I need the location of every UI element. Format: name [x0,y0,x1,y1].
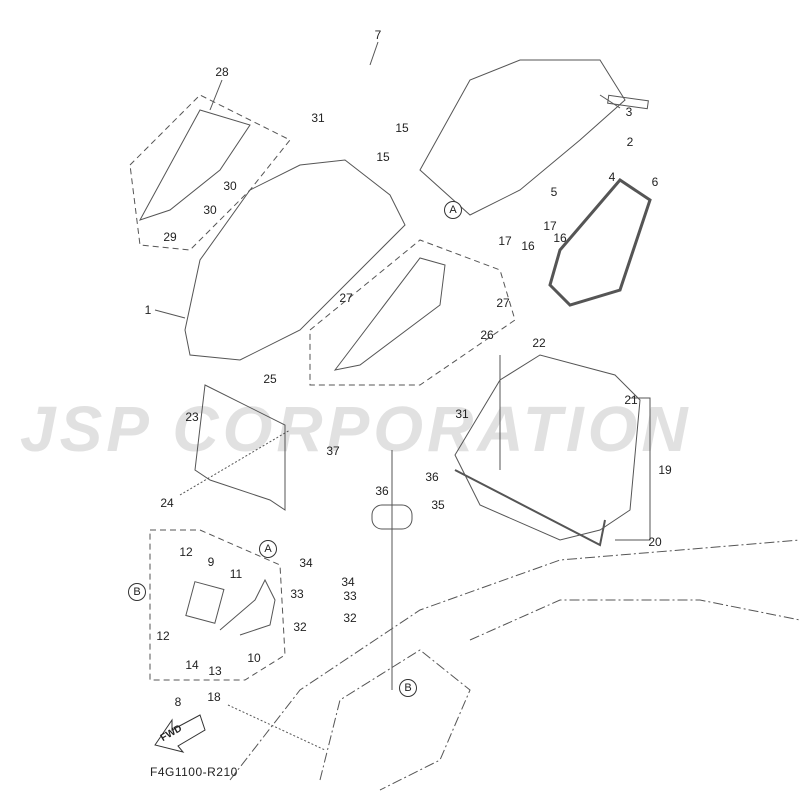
callout: 15 [395,121,409,135]
ref-circle-a: A [259,540,277,558]
callout: 6 [651,175,659,189]
bracket-19-20 [615,397,651,541]
ref-circle-a: A [444,201,462,219]
callout: 32 [343,611,357,625]
ref-circle-b: B [399,679,417,697]
callout: 11 [229,567,243,581]
callout: 10 [247,651,261,665]
group-28-outline [129,94,291,251]
group-8-outline [149,529,286,681]
callout: 30 [223,179,237,193]
drawing-code: F4G1100-R210 [150,765,238,779]
callout: 16 [553,231,567,245]
ref-circle-b: B [128,583,146,601]
callout: 9 [207,555,215,569]
hull-outline [229,539,800,781]
group-25-outline [309,239,516,386]
callout: 34 [341,575,355,589]
lever-part-10 [219,578,276,636]
callout: 22 [532,336,546,350]
strip-part-3 [607,94,649,110]
callout: 26 [480,328,494,342]
callout: 17 [498,234,512,248]
callout: 7 [374,28,382,42]
callout: 31 [455,407,469,421]
callout: 24 [160,496,174,510]
cover-panel-part [138,109,251,221]
callout: 36 [375,484,389,498]
callout: 13 [208,664,222,678]
hull-opening [319,649,471,791]
hull-deck [469,599,800,641]
callout: 27 [496,296,510,310]
callout: 18 [207,690,221,704]
front-cover-part [184,159,406,361]
callout: 3 [625,105,633,119]
callout: 37 [326,444,340,458]
callout: 32 [293,620,307,634]
callout: 21 [624,393,638,407]
callout: 31 [311,111,325,125]
callout: 30 [203,203,217,217]
storage-box-part [454,354,641,541]
callout: 19 [658,463,672,477]
callout: 8 [174,695,182,709]
callout: 12 [179,545,193,559]
plate-part [194,384,286,511]
callout: 4 [608,170,616,184]
callout: 29 [163,230,177,244]
seal-ring-part [548,178,652,307]
box-gasket-part [454,469,606,547]
callout: 12 [156,629,170,643]
callout: 23 [185,410,199,424]
callout: 20 [648,535,662,549]
callout: 28 [215,65,229,79]
callout: 5 [550,185,558,199]
callout: 14 [185,658,199,672]
callout: 34 [299,556,313,570]
callout: 16 [521,239,535,253]
callout: 36 [425,470,439,484]
callout: 1 [144,303,152,317]
callout: 35 [431,498,445,512]
watermark: JSP CORPORATION [20,393,692,465]
callout: 25 [263,372,277,386]
inner-panel-part [333,257,446,371]
callout: 27 [339,291,353,305]
callout: 2 [626,135,634,149]
bracket-part-9 [185,581,225,624]
callout: 33 [290,587,304,601]
callout: 15 [376,150,390,164]
callout: 33 [343,589,357,603]
rear-frame-part [419,59,626,216]
callout: 17 [543,219,557,233]
